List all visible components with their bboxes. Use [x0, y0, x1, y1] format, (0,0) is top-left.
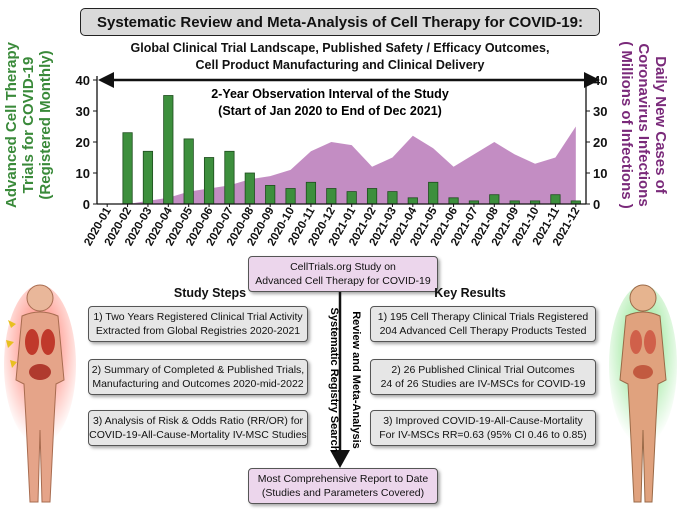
- axis-layer: 0 0 10 10 20 20 30 30 40 40: [76, 73, 608, 212]
- center-study-line-2: Advanced Cell Therapy for COVID-19: [255, 275, 431, 287]
- infections-area: [107, 126, 576, 204]
- right-y-tick-label: 0: [593, 197, 600, 212]
- right-y-tick-label: 20: [593, 135, 607, 150]
- systematic-search-label: Systematic Registry Search: [328, 308, 340, 453]
- bar-2020-05: [183, 138, 194, 205]
- center-study-box: CellTrials.org Study on Advanced Cell Th…: [248, 256, 438, 292]
- study-step-2-line-2: Manufacturing and Outcomes 2020-mid-2022: [92, 378, 304, 390]
- right-axis-line-3: ( Millions of Infections ): [618, 41, 635, 209]
- right-y-tick-label: 30: [593, 104, 607, 119]
- study-steps-header: Study Steps: [173, 286, 247, 300]
- study-step-3-line-2: COVID-19-All-Cause-Mortality IV-MSC Stud…: [89, 429, 307, 441]
- area-layer: [107, 126, 576, 204]
- bar-2020-06: [203, 157, 215, 205]
- key-result-1-line-2: 204 Advanced Cell Therapy Products Teste…: [379, 325, 587, 337]
- key-result-2-line-2: 24 of 26 Studies are IV-MSCs for COVID-1…: [380, 378, 586, 390]
- left-axis-line-1: Advanced Cell Therapy: [3, 41, 20, 208]
- bar-2021-03: [387, 191, 398, 205]
- key-result-1-line-1: 1) 195 Cell Therapy Clinical Trials Regi…: [377, 310, 589, 323]
- left-y-tick-label: 0: [83, 197, 90, 212]
- key-result-1: 1) 195 Cell Therapy Clinical Trials Regi…: [370, 306, 596, 342]
- bar-2021-02: [366, 188, 378, 205]
- left-axis-title: Advanced Cell Therapy Trials for COVID-1…: [3, 41, 54, 208]
- key-results-header: Key Results: [434, 286, 506, 300]
- infected-person-icon: [4, 284, 76, 503]
- bottom-summary-line-2: (Studies and Parameters Covered): [261, 487, 425, 499]
- left-y-tick-label: 30: [76, 104, 90, 119]
- bar-2020-09: [265, 184, 276, 205]
- bar-2020-07: [224, 150, 235, 205]
- study-step-2: 2) Summary of Completed & Published Tria…: [88, 359, 308, 395]
- chart: 0 0 10 10 20 20 30 30 40 40 2-Year Observation In…: [76, 72, 608, 248]
- main-title: Systematic Review and Meta-Analysis of C…: [80, 8, 600, 36]
- study-step-1-line-2: Extracted from Global Registries 2020-20…: [95, 325, 301, 337]
- meta-analysis-label: Review and Meta-Analysis: [350, 311, 362, 449]
- bar-2020-04: [163, 95, 174, 205]
- study-step-1-line-1: 1) Two Years Registered Clinical Trial A…: [93, 310, 303, 323]
- bar-2020-11: [305, 181, 317, 205]
- key-result-3-line-2: For IV-MSCs RR=0.63 (95% CI 0.46 to 0.85…: [379, 429, 587, 441]
- bar-2021-08: [489, 194, 500, 205]
- recovered-person-icon: [609, 284, 677, 503]
- study-step-1: 1) Two Years Registered Clinical Trial A…: [88, 306, 308, 342]
- bar-layer: [122, 95, 581, 205]
- key-result-3: 3) Improved COVID-19-All-Cause-Mortality…: [370, 410, 596, 446]
- observation-line-1: 2-Year Observation Interval of the Study: [211, 87, 449, 101]
- subtitle-line-2: Cell Product Manufacturing and Clinical …: [195, 58, 485, 72]
- key-result-3-line-1: 3) Improved COVID-19-All-Cause-Mortality: [383, 414, 583, 427]
- key-result-2-line-1: 2) 26 Published Clinical Trial Outcomes: [391, 363, 575, 376]
- bar-2021-11: [550, 194, 561, 205]
- observation-arrow: [98, 72, 600, 88]
- bar-2020-08: [244, 172, 255, 205]
- bar-2021-04: [407, 197, 418, 205]
- left-y-tick-label: 10: [76, 166, 90, 181]
- left-y-tick-label: 20: [76, 135, 90, 150]
- right-y-tick-label: 40: [593, 73, 607, 88]
- bar-2021-05: [428, 181, 439, 205]
- bottom-summary-line-1: Most Comprehensive Report to Date: [257, 472, 429, 485]
- down-arrow-icon: Systematic Registry Search Review and Me…: [328, 292, 362, 468]
- right-axis-title: Daily New Cases of Coronavirus Infection…: [618, 41, 669, 209]
- bottom-summary-box: Most Comprehensive Report to Date (Studi…: [248, 468, 438, 504]
- bar-2020-02: [122, 132, 133, 205]
- left-y-tick-label: 40: [76, 73, 90, 88]
- bar-2020-03: [142, 150, 154, 205]
- subtitle-line-1: Global Clinical Trial Landscape, Publish…: [130, 41, 550, 55]
- study-step-3-line-1: 3) Analysis of Risk & Odds Ratio (RR/OR)…: [92, 414, 304, 427]
- key-result-2: 2) 26 Published Clinical Trial Outcomes …: [370, 359, 596, 395]
- left-axis-line-2: Trials for COVID-19: [20, 57, 37, 194]
- right-y-tick-label: 10: [593, 166, 607, 181]
- bar-2021-01: [346, 191, 357, 205]
- observation-line-2: (Start of Jan 2020 to End of Dec 2021): [218, 104, 442, 118]
- study-step-2-line-1: 2) Summary of Completed & Published Tria…: [91, 363, 305, 376]
- left-axis-line-3: (Registered Monthly): [37, 50, 54, 199]
- bar-2020-12: [326, 188, 337, 205]
- bar-2020-10: [285, 188, 296, 205]
- study-step-3: 3) Analysis of Risk & Odds Ratio (RR/OR)…: [88, 410, 308, 446]
- right-axis-line-2: Coronavirus Infections: [635, 43, 652, 206]
- bar-2021-06: [448, 197, 459, 205]
- center-study-line-1: CellTrials.org Study on: [290, 260, 396, 273]
- right-axis-line-1: Daily New Cases of: [652, 56, 669, 195]
- x-tick-labels: 2020-012020-022020-032020-042020-052020-…: [82, 205, 582, 248]
